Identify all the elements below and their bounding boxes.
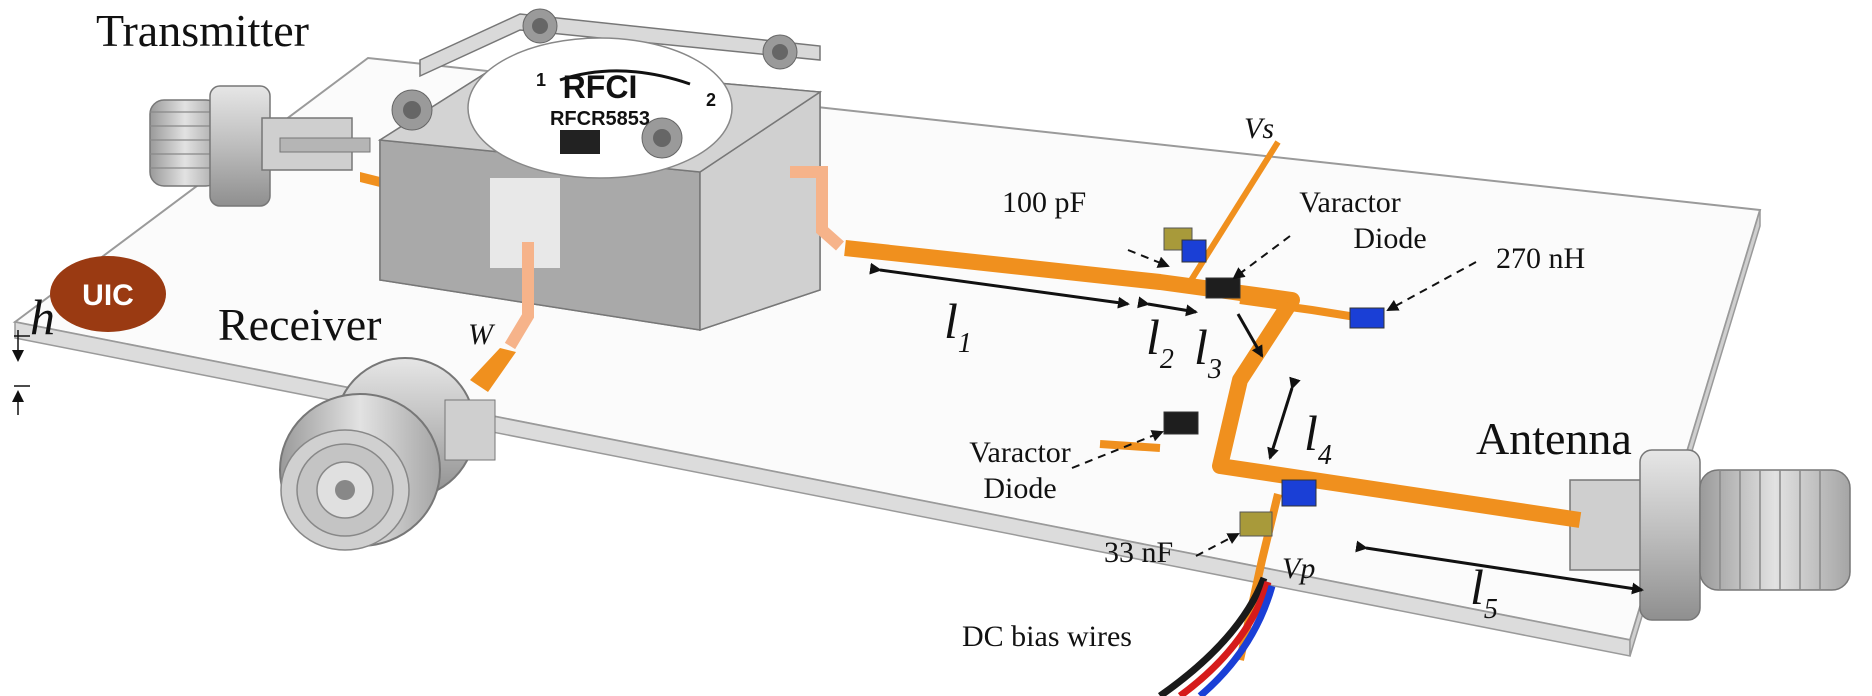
dimension-arrows — [869, 262, 1644, 595]
h-label: h — [30, 289, 55, 345]
vp-label: Vp — [1282, 552, 1315, 585]
dimension-label-l5: l5 — [1470, 559, 1498, 625]
dimension-label-l4: l4 — [1304, 405, 1332, 471]
svg-text:1: 1 — [536, 70, 546, 90]
inductor-270nh — [1349, 307, 1385, 329]
transmitter-label: Transmitter — [96, 5, 309, 56]
receiver-connector — [279, 348, 516, 551]
antenna-label: Antenna — [1476, 413, 1632, 464]
svg-text:RFCR5853: RFCR5853 — [550, 108, 650, 130]
svg-text:RFCI: RFCI — [563, 69, 638, 105]
antenna-connector — [1569, 449, 1851, 621]
varactor-bottom-label-line1: Varactor — [969, 436, 1071, 469]
inductor-270nh-label: 270 nH — [1496, 242, 1585, 275]
receiver-label: Receiver — [218, 299, 381, 350]
dashed-pointers — [1071, 235, 1477, 557]
cap-33nf-label: 33 nF — [1104, 536, 1173, 569]
inductor-bottom — [1281, 479, 1317, 507]
dc-bias-label: DC bias wires — [962, 620, 1132, 653]
text-labels: Transmitter Receiver Antenna Vs Vp 100 p… — [96, 5, 1632, 653]
svg-text:2: 2 — [706, 90, 716, 110]
transmitter-connector — [149, 85, 392, 207]
dc-bias-wires — [1157, 576, 1276, 696]
uic-logo: UIC — [50, 256, 166, 332]
varactor-top-label-line1: Varactor — [1299, 186, 1401, 219]
varactor-top — [1205, 277, 1241, 299]
vs-label: Vs — [1244, 112, 1274, 145]
dimension-label-l3: l3 — [1194, 319, 1222, 385]
cap-100pf-label: 100 pF — [1002, 186, 1086, 219]
circulator: RFCI RFCR5853 1 2 — [377, 8, 844, 350]
svg-text:UIC: UIC — [82, 279, 134, 312]
dimension-label-l1: l1 — [944, 293, 972, 359]
dimension-labels: l1 l2 l3 l4 l5 — [944, 293, 1498, 625]
w-label: W — [468, 318, 496, 351]
thickness-indicator: h — [12, 289, 55, 415]
inductor-top — [1181, 239, 1207, 263]
dimension-label-l2: l2 — [1146, 309, 1174, 375]
varactor-top-label-line2: Diode — [1353, 222, 1426, 255]
varactor-bottom — [1163, 411, 1199, 435]
varactor-bottom-label-line2: Diode — [983, 472, 1056, 505]
capacitor-33nf — [1239, 511, 1273, 537]
